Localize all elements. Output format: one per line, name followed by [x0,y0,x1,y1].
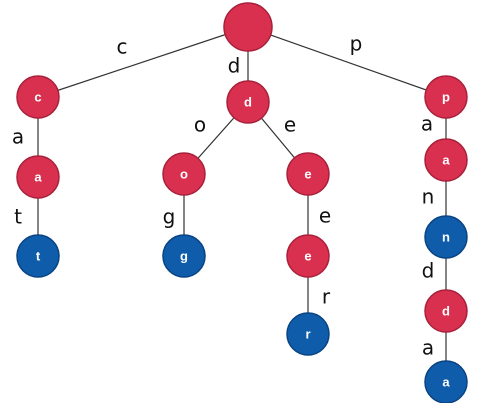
node-root [223,2,273,52]
edge-label-do-dog: g [163,205,176,229]
node-circle-p [424,75,468,119]
node-label-p: p [442,89,450,104]
node-circle-c [16,75,60,119]
edges-group [37,26,447,382]
node-label-cat: t [36,248,41,263]
node-label-do: o [180,166,188,181]
edge-label-root-c: c [117,35,128,59]
edge-label-d-do: o [194,113,206,137]
edge-label-dee-deer: r [322,285,331,309]
node-circle-pand [424,289,468,333]
edge-label-p-pa: a [421,112,433,136]
node-circle-root [223,2,273,52]
node-label-de: e [304,166,311,181]
edge-root-p [247,26,447,98]
node-label-ca: a [34,169,42,184]
node-c: c [16,75,60,119]
edge-label-root-d: d [228,54,241,78]
node-label-d: d [244,94,252,109]
edge-label-pand-panda: a [422,336,434,360]
edge-label-root-p: p [350,32,363,56]
edge-label-pan-pand: d [422,259,435,283]
edge-label-c-ca: a [12,125,24,149]
node-panda: a [424,360,468,403]
node-circle-dog [162,234,206,278]
node-do: o [162,152,206,196]
node-label-panda: a [442,374,450,389]
node-label-dog: g [180,248,188,263]
node-circle-pa [424,138,468,182]
node-p: p [424,75,468,119]
node-circle-de [286,152,330,196]
edge-label-ca-cat: t [14,205,22,229]
node-label-pa: a [442,152,450,167]
node-label-pan: n [442,229,450,244]
node-circle-ca [16,155,60,199]
node-circle-dee [286,234,330,278]
node-d: d [226,80,270,124]
node-label-dee: e [304,248,311,263]
node-label-pand: d [442,303,450,318]
node-dee: e [286,234,330,278]
edge-labels-group: c d p a t o g e e r a n d a [12,32,434,360]
node-circle-pan [424,215,468,259]
node-label-c: c [34,89,41,104]
edge-root-c [37,26,249,98]
edge-label-pa-pan: n [422,185,435,209]
node-circle-panda [424,360,468,403]
node-cat: t [16,234,60,278]
node-ca: a [16,155,60,199]
node-pand: d [424,289,468,333]
node-pa: a [424,138,468,182]
node-label-deer: r [305,326,310,341]
node-deer: r [286,312,330,356]
node-de: e [286,152,330,196]
node-dog: g [162,234,206,278]
node-circle-do [162,152,206,196]
edge-label-de-dee: e [319,204,331,228]
node-circle-d [226,80,270,124]
node-circle-deer [286,312,330,356]
node-circle-cat [16,234,60,278]
edge-label-d-de: e [284,113,296,137]
node-pan: n [424,215,468,259]
